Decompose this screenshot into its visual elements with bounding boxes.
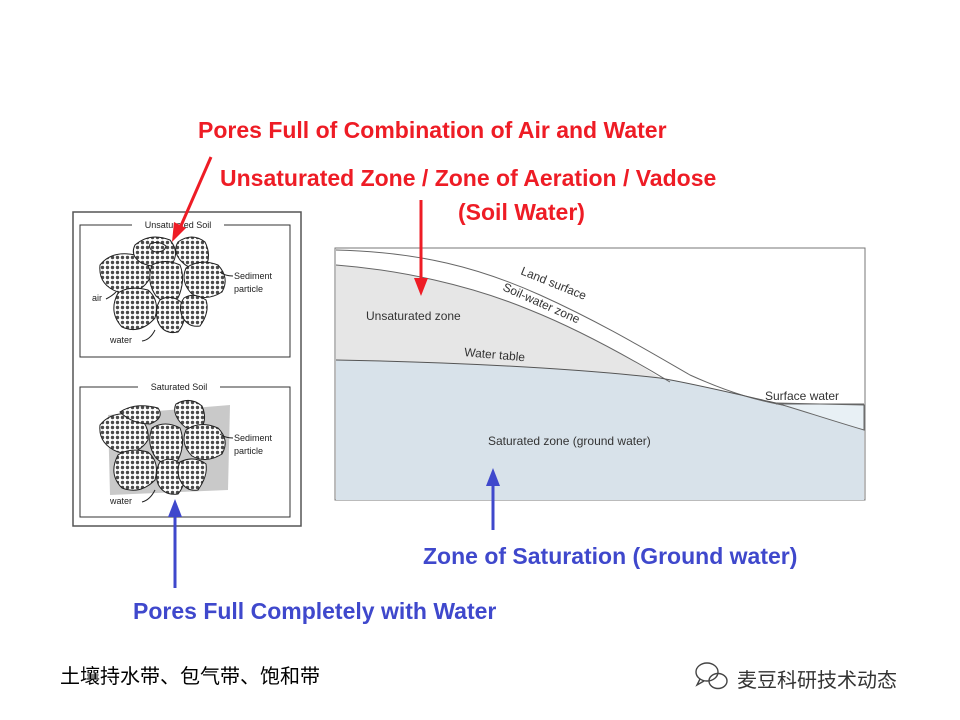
water-label-2: water (109, 496, 132, 506)
particle-label-1: particle (234, 284, 263, 294)
blue-arrow-pores-water (168, 499, 182, 588)
sediment-particles (99, 236, 226, 333)
sediment-label-2: Sediment (234, 433, 273, 443)
wechat-icon (695, 662, 728, 690)
chinese-caption: 土壤持水带、包气带、饱和带 (60, 664, 320, 688)
unsaturated-zone-label: Unsaturated zone (366, 309, 461, 323)
pores-water-label: Pores Full Completely with Water (133, 598, 497, 624)
soil-water-title: (Soil Water) (458, 199, 585, 225)
red-arrow-pores (172, 156, 213, 242)
blue-arrow-saturation (486, 468, 500, 530)
unsaturated-zone-title: Unsaturated Zone / Zone of Aeration / Va… (220, 165, 717, 191)
sediment-particles-saturated (99, 400, 226, 495)
water-table-label: Water table (464, 345, 526, 364)
saturated-zone-area (336, 360, 864, 500)
air-label: air (92, 293, 102, 303)
particle-label-2: particle (234, 446, 263, 456)
cross-section: Land surface Soil-water zone Unsaturated… (334, 247, 866, 501)
unsaturated-soil-box: Unsaturated Soil Sediment particle air w… (79, 219, 291, 358)
saturated-soil-box: Saturated Soil Sediment particle water (79, 381, 291, 518)
saturated-soil-title: Saturated Soil (151, 382, 208, 392)
red-arrow-unsaturated (414, 200, 428, 296)
surface-water-label: Surface water (765, 389, 839, 403)
watermark-text: 麦豆科研技术动态 (737, 668, 897, 692)
saturated-zone-label: Saturated zone (ground water) (488, 434, 651, 448)
surface-water-area (775, 402, 865, 431)
sediment-label-1: Sediment (234, 271, 273, 281)
unsaturated-zone-area (336, 265, 660, 378)
water-label-1: water (109, 335, 132, 345)
saturation-zone-title: Zone of Saturation (Ground water) (423, 543, 798, 569)
pores-air-water-label: Pores Full of Combination of Air and Wat… (198, 117, 667, 143)
